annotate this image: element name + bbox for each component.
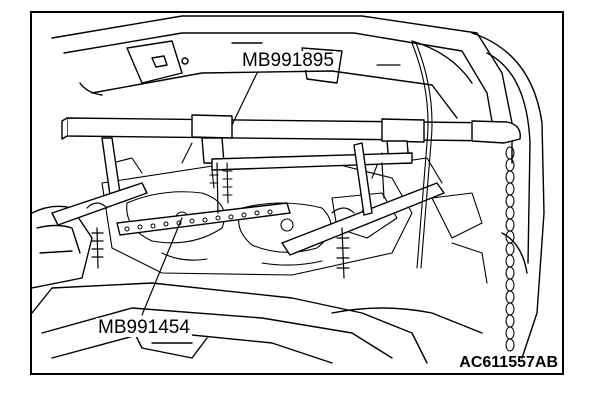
diagram-frame: MB991895 MB991454 AC611557AB [30, 11, 564, 375]
engine-bay-illustration [32, 15, 545, 364]
threaded-rods [86, 162, 385, 279]
tool-label-mb991454: MB991454 [96, 317, 192, 338]
lift-chains [209, 146, 515, 352]
tool-label-mb991895: MB991895 [240, 50, 336, 71]
front-bumper [32, 282, 483, 364]
right-fender [471, 32, 545, 359]
figure-code: AC611557AB [459, 354, 558, 371]
support-beam [61, 114, 521, 164]
bar-holes [124, 209, 273, 232]
leader-lines [141, 64, 401, 316]
cable [411, 42, 433, 269]
